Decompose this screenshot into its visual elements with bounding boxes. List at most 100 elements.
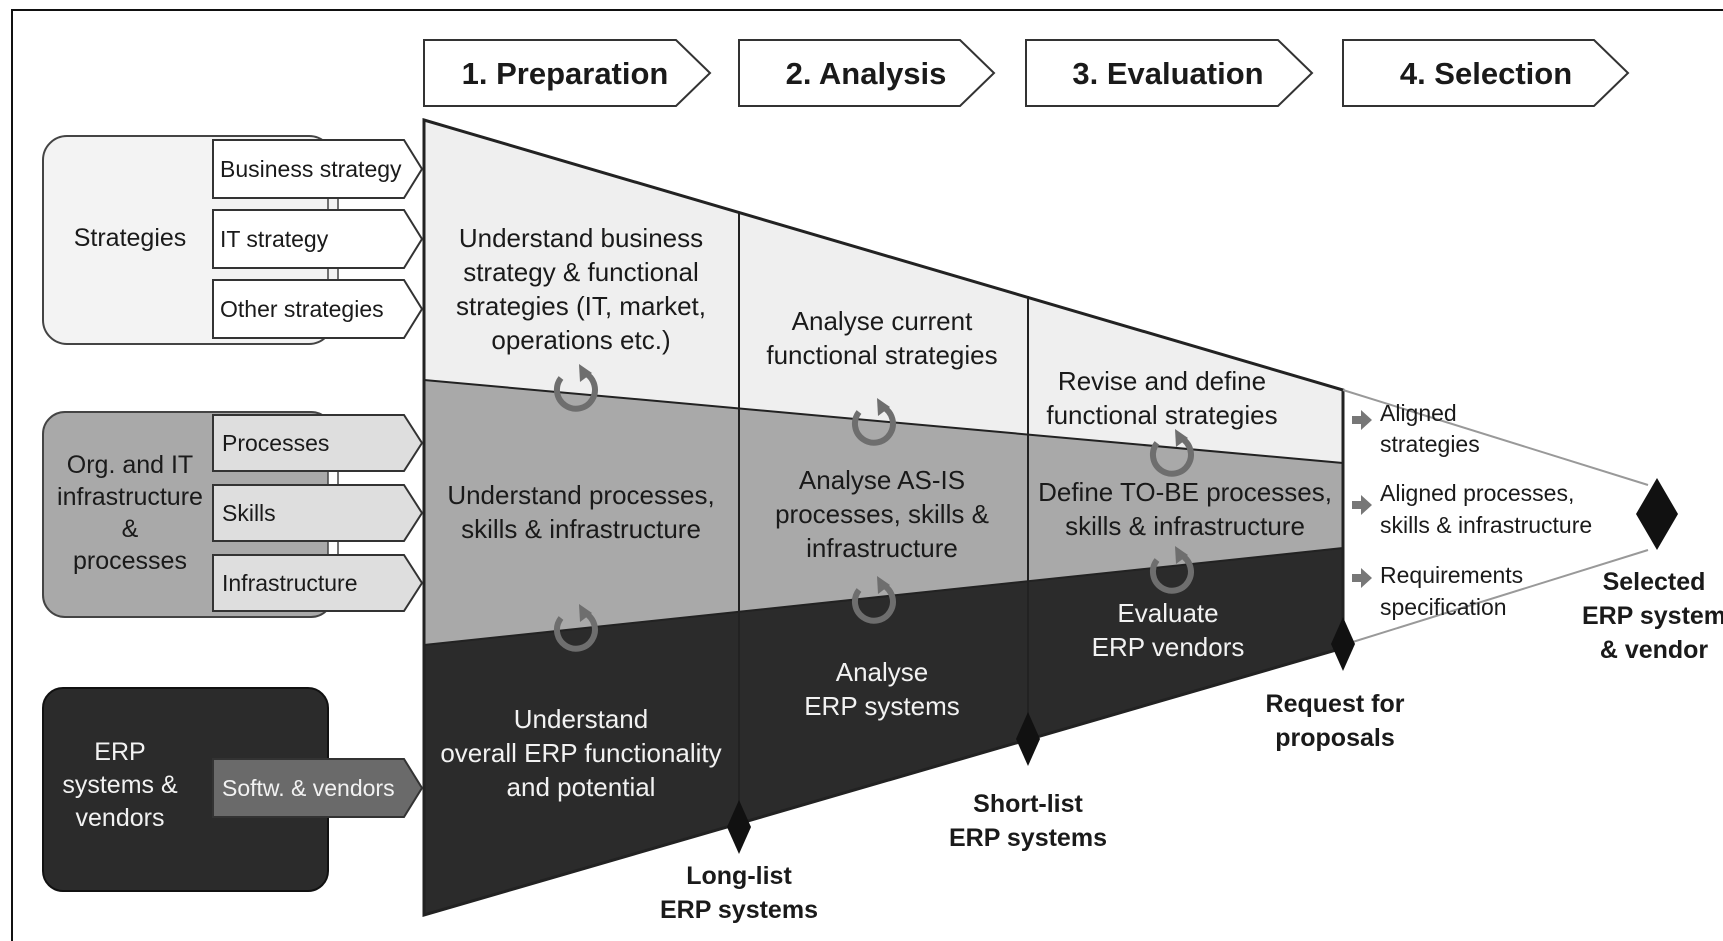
svg-text:ERP systems: ERP systems [660,896,818,924]
input-arrow-business-strategy: Business strategy [212,139,424,199]
svg-text:operations etc.): operations etc.) [491,325,670,355]
input-arrow-processes: Processes [212,414,424,472]
svg-text:ERP systems: ERP systems [804,691,960,721]
phase-header-selection: 4. Selection [1342,39,1630,107]
svg-text:specification: specification [1380,594,1507,620]
output-arrow-icon [1352,410,1372,430]
svg-text:Infrastructure: Infrastructure [222,570,358,596]
svg-text:Other strategies: Other strategies [220,296,384,322]
milestone-selected-erp: Selected ERP system & vendor [1582,478,1723,664]
svg-text:ERP vendors: ERP vendors [1092,632,1245,662]
phase-label: 1. Preparation [462,56,669,91]
svg-text:Understand: Understand [514,704,648,734]
svg-text:functional strategies: functional strategies [766,340,997,370]
svg-text:ERP systems: ERP systems [949,824,1107,852]
svg-text:Long-list: Long-list [686,862,792,890]
funnel [422,117,1345,917]
milestone-diamond-icon [1016,712,1040,766]
svg-text:strategies: strategies [1380,431,1480,457]
strategy-band [424,120,1343,463]
svg-text:strategy & functional: strategy & functional [463,257,699,287]
input-arrow-infrastructure: Infrastructure [212,554,424,612]
input-arrow-it-strategy: IT strategy [212,209,424,269]
svg-text:&: & [122,515,139,543]
phase-label: 2. Analysis [786,56,947,91]
milestone-request-for-proposals: Request for proposals [1266,617,1405,752]
svg-text:Aligned: Aligned [1380,400,1457,426]
process-band [424,380,1343,645]
activity-revise-define-strategies: Revise and define functional strategies [1046,366,1277,430]
output-aligned-strategies: Aligned strategies [1352,400,1480,457]
svg-text:Analyse AS-IS: Analyse AS-IS [799,465,965,495]
activity-define-to-be: Define TO-BE processes, skills & infrast… [1038,477,1332,541]
activity-evaluate-erp-vendors: Evaluate ERP vendors [1092,598,1245,662]
input-group-strategies: Strategies Business strategy IT strategy… [42,135,424,345]
svg-text:ERP system: ERP system [1582,602,1723,630]
activity-analyse-current-strategies: Analyse current functional strategies [766,306,997,370]
svg-text:infrastructure: infrastructure [806,533,958,563]
input-arrow-other-strategies: Other strategies [212,279,424,339]
svg-text:skills & infrastructure: skills & infrastructure [461,514,701,544]
svg-text:overall ERP functionality: overall ERP functionality [440,738,721,768]
svg-text:skills & infrastructure: skills & infrastructure [1065,511,1305,541]
svg-text:Org. and IT: Org. and IT [67,451,193,479]
svg-text:processes: processes [73,547,187,575]
milestone-diamond-icon [1331,617,1355,671]
svg-text:Processes: Processes [222,430,329,456]
svg-text:Analyse: Analyse [836,657,929,687]
input-group-org-it: Org. and IT infrastructure & processes P… [42,411,424,618]
svg-text:functional strategies: functional strategies [1046,400,1277,430]
group-title: Strategies [74,224,187,252]
svg-text:Revise and define: Revise and define [1058,366,1266,396]
svg-text:& vendor: & vendor [1600,636,1709,664]
phase-label: 4. Selection [1400,56,1572,91]
svg-text:Understand business: Understand business [459,223,703,253]
activity-analyse-as-is: Analyse AS-IS processes, skills & infras… [775,465,989,563]
diagram-frame [11,9,1723,941]
svg-text:systems &: systems & [62,771,178,799]
svg-text:Request for: Request for [1266,690,1405,718]
milestone-diamond-icon [1636,478,1678,550]
input-arrow-skills: Skills [212,484,424,542]
output-aligned-processes: Aligned processes, skills & infrastructu… [1352,480,1592,538]
svg-text:IT strategy: IT strategy [220,226,329,252]
phase-header-analysis: 2. Analysis [738,39,996,107]
svg-text:Understand processes,: Understand processes, [447,480,714,510]
svg-text:Selected: Selected [1603,568,1706,596]
phase-header-preparation: 1. Preparation [423,39,712,107]
activity-analyse-erp-systems: Analyse ERP systems [804,657,960,721]
svg-text:Softw. & vendors: Softw. & vendors [222,775,395,801]
svg-text:Evaluate: Evaluate [1117,598,1218,628]
svg-text:and potential: and potential [507,772,656,802]
svg-text:infrastructure: infrastructure [57,483,203,511]
phase-header-evaluation: 3. Evaluation [1025,39,1314,107]
erp-band [424,548,1343,915]
svg-text:proposals: proposals [1275,724,1394,752]
output-arrow-icon [1352,568,1372,588]
svg-text:Business strategy: Business strategy [220,156,402,182]
input-group-erp: ERP systems & vendors Softw. & vendors [42,687,424,892]
activity-understand-processes: Understand processes, skills & infrastru… [447,480,714,544]
svg-text:Skills: Skills [222,500,276,526]
svg-text:Define TO-BE processes,: Define TO-BE processes, [1038,477,1332,507]
milestone-short-list: Short-list ERP systems [949,712,1107,852]
milestone-diamond-icon [727,800,751,854]
activity-understand-business-strategy: Understand business strategy & functiona… [456,223,706,355]
svg-text:Short-list: Short-list [973,790,1083,818]
phase-label: 3. Evaluation [1072,56,1263,91]
input-arrow-software-vendors: Softw. & vendors [212,758,424,818]
svg-text:Analyse current: Analyse current [792,306,973,336]
svg-text:ERP: ERP [94,738,145,766]
activity-understand-erp: Understand overall ERP functionality and… [440,704,721,802]
svg-text:vendors: vendors [76,804,165,832]
svg-text:strategies (IT, market,: strategies (IT, market, [456,291,706,321]
svg-text:Aligned processes,: Aligned processes, [1380,480,1574,506]
convergence-lines [1342,389,1649,646]
milestone-long-list: Long-list ERP systems [660,800,818,924]
svg-text:Requirements: Requirements [1380,562,1523,588]
output-requirements-specification: Requirements specification [1352,562,1523,620]
output-arrow-icon [1352,495,1372,515]
svg-text:processes, skills &: processes, skills & [775,499,989,529]
svg-text:skills & infrastructure: skills & infrastructure [1380,512,1592,538]
